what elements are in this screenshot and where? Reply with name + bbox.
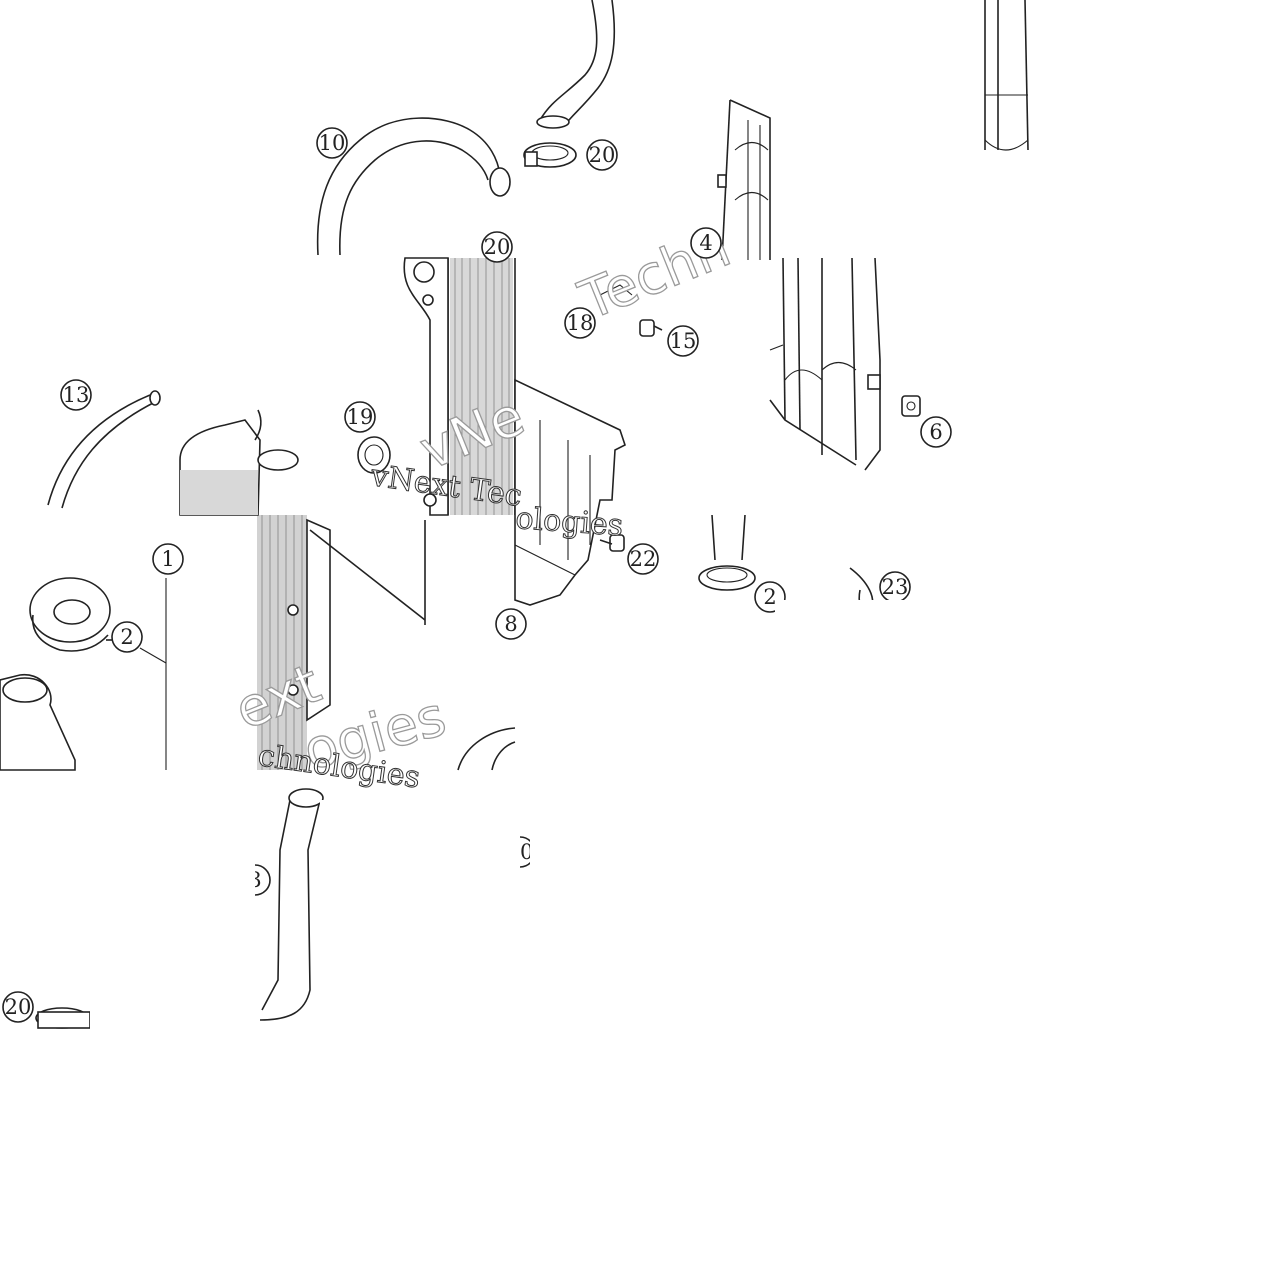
blank-tile-lower-left — [90, 770, 255, 1030]
left-radiator — [257, 515, 426, 770]
radiator-shroud — [769, 257, 881, 471]
svg-text:10: 10 — [319, 131, 346, 155]
svg-text:20: 20 — [589, 143, 616, 167]
callout-6: 6 — [920, 416, 952, 448]
grommet-19 — [357, 436, 391, 474]
blank-tile-lower — [320, 800, 520, 1030]
callout-13: 13 — [60, 379, 92, 411]
callout-8: 8 — [495, 608, 527, 640]
radiator-cap-2 — [29, 577, 118, 652]
hose-bend — [457, 727, 516, 771]
blank-strip-bottom — [0, 1030, 1285, 1285]
svg-text:20: 20 — [484, 235, 511, 259]
svg-text:2: 2 — [120, 625, 133, 649]
callout-18: 18 — [564, 307, 596, 339]
svg-text:23: 23 — [882, 575, 909, 599]
radiator-hose-10 — [316, 117, 511, 256]
svg-text:18: 18 — [567, 311, 594, 335]
hose-clamp-right — [698, 514, 756, 591]
callout-23: 23 — [879, 571, 911, 603]
screw-22 — [599, 534, 625, 552]
right-radiator-strip — [984, 0, 1029, 151]
tank-box — [514, 378, 626, 606]
leader-2 — [139, 647, 167, 664]
blank-tile-top-right — [1030, 0, 1285, 515]
radiator-guard — [717, 99, 771, 261]
svg-text:22: 22 — [630, 547, 657, 571]
callout-20-mid: 20 — [481, 231, 513, 263]
svg-text:15: 15 — [670, 329, 697, 353]
hose-clamp — [523, 142, 577, 168]
callout-10: 10 — [316, 127, 348, 159]
callout-22: 22 — [627, 543, 659, 575]
svg-text:8: 8 — [504, 612, 517, 636]
svg-text:19: 19 — [347, 405, 374, 429]
leader-18 — [599, 284, 633, 296]
callout-20-top: 20 — [586, 139, 618, 171]
watermark-3: ologies — [514, 501, 624, 543]
svg-text:4: 4 — [699, 231, 712, 255]
svg-text:20: 20 — [5, 995, 32, 1019]
hose-bend-inner — [491, 741, 516, 771]
overflow-hose-13 — [47, 390, 161, 509]
blank-tile-lower-mid — [530, 770, 775, 1030]
svg-text:13: 13 — [63, 383, 90, 407]
filler-neck — [0, 674, 76, 771]
callout-20-bottom: 20 — [2, 991, 34, 1023]
blank-tile-top-left — [0, 0, 257, 255]
svg-text:1: 1 — [161, 547, 174, 571]
lower-hose-3 — [259, 788, 324, 1021]
callout-15: 15 — [667, 325, 699, 357]
callout-2: 2 — [111, 621, 143, 653]
blank-tile-right — [775, 600, 1285, 1030]
screw-15 — [639, 319, 663, 337]
svg-text:2: 2 — [763, 585, 776, 609]
callout-1: 1 — [152, 543, 184, 575]
clamp-lower — [35, 1007, 91, 1029]
expansion-tank-top — [179, 409, 299, 516]
clip-nut-6 — [901, 395, 921, 417]
callout-19: 19 — [344, 401, 376, 433]
svg-text:6: 6 — [929, 420, 942, 444]
upper-hose — [536, 0, 616, 129]
callout-4: 4 — [690, 227, 722, 259]
